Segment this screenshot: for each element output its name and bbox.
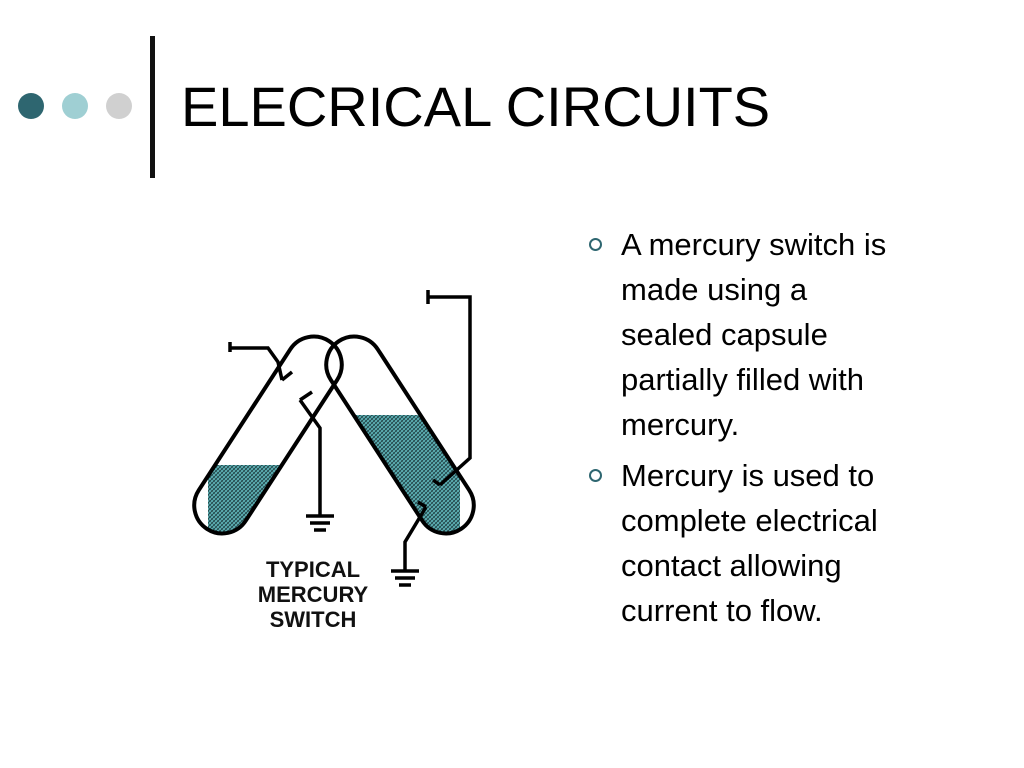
gray-dot-icon [106, 93, 132, 119]
figure-caption-line-1: TYPICAL [266, 557, 360, 582]
bullet-line: A mercury switch is [621, 227, 887, 262]
figure-caption-line-3: SWITCH [270, 607, 357, 632]
light-teal-dot-icon [62, 93, 88, 119]
bullet-line: mercury. [621, 407, 740, 442]
bullet-line: current to flow. [621, 593, 823, 628]
bullet-line: made using a [621, 272, 808, 307]
hollow-circle-bullet-icon [589, 238, 602, 251]
bullet-line: contact allowing [621, 548, 842, 583]
hollow-circle-bullet-icon [589, 469, 602, 482]
right-capsule-wiring [391, 290, 472, 587]
left-capsule-wiring [228, 342, 334, 532]
dark-teal-dot-icon [18, 93, 44, 119]
figure-caption-line-2: MERCURY [258, 582, 369, 607]
slide-title: ELECRICAL CIRCUITS [181, 75, 771, 138]
title-divider [150, 36, 155, 178]
bullet-list: A mercury switch is made using a sealed … [586, 222, 986, 639]
bullet-line: complete electrical [621, 503, 878, 538]
bullet-line: partially filled with [621, 362, 864, 397]
mercury-switch-illustration: TYPICAL MERCURY SWITCH [192, 290, 476, 632]
bullet-line: sealed capsule [621, 317, 828, 352]
decorative-dots [18, 93, 133, 121]
bullet-item: A mercury switch is made using a sealed … [586, 222, 986, 447]
bullet-line: Mercury is used to [621, 458, 875, 493]
bullet-item: Mercury is used to complete electrical c… [586, 453, 986, 633]
